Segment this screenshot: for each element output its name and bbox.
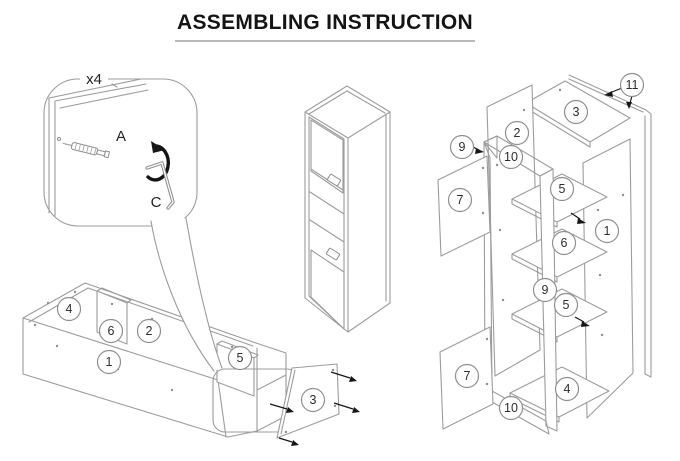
carcass-part-badges: 4 6 2 1 5 3 [56,296,326,413]
part-badge-7-lower: 7 [454,363,480,389]
insert-arrows [269,371,354,443]
hardware-detail-callout: x4 A C [43,69,198,227]
svg-text:2: 2 [514,126,521,140]
part-badge-5-lower: 5 [553,292,579,318]
upper-door [310,119,344,194]
lower-door [310,249,345,330]
part-badge-1: 1 [594,218,620,244]
svg-text:6: 6 [108,324,115,338]
svg-text:5: 5 [563,298,570,312]
callout-bubble [43,78,198,227]
part-badge-1: 1 [96,349,122,375]
side-panel-1 [582,138,634,419]
exploded-dowel-holes [481,88,625,386]
part-badge-3-top: 3 [563,99,589,125]
end-panel-holes [284,368,337,434]
part-badge-5: 5 [227,345,253,371]
svg-text:10: 10 [504,150,518,164]
part-badge-4: 4 [554,376,580,402]
svg-text:9: 9 [542,283,549,297]
part-badge-9-top: 9 [449,134,475,160]
upper-door-handle [326,173,342,187]
part-badge-9-mid: 9 [532,277,558,303]
page-title: ASSEMBLING INSTRUCTION [175,11,475,42]
exploded-view: 11 3 2 9 10 7 5 1 6 9 5 7 4 10 [437,72,652,435]
svg-text:6: 6 [561,236,568,250]
svg-text:5: 5 [237,351,244,365]
frame-top-rail [483,135,554,177]
assembled-cabinet-view [304,85,391,333]
rotate-arrowhead [151,141,165,153]
assembled-outline [304,85,391,333]
svg-text:4: 4 [66,302,73,316]
back-panel-11 [568,74,652,378]
svg-text:7: 7 [464,369,471,383]
panel-corner-lines [48,78,149,217]
bolt-a-icon [62,142,111,159]
svg-text:3: 3 [310,393,317,407]
svg-text:3: 3 [573,105,580,119]
svg-text:9: 9 [459,140,466,154]
part-badge-11: 11 [619,72,645,98]
svg-text:2: 2 [146,324,153,338]
svg-text:11: 11 [626,78,639,92]
part-badge-7-upper: 7 [447,187,473,213]
tool-label: C [151,194,162,211]
carcass-outline [22,282,287,438]
part-badge-10-top: 10 [498,144,524,170]
svg-text:5: 5 [559,182,566,196]
part-badge-6: 6 [551,230,577,256]
bolt-label: A [116,128,126,145]
svg-text:1: 1 [604,224,611,238]
lower-door-handle [325,247,341,261]
part-badge-4: 4 [56,296,82,322]
pilot-hole [57,137,61,141]
part-badge-10-bottom: 10 [498,395,524,421]
quantity-label-bg [80,69,108,87]
svg-text:7: 7 [457,193,464,207]
part-badge-5-upper: 5 [549,176,575,202]
part-badge-6: 6 [98,318,124,344]
svg-text:1: 1 [106,355,113,369]
callout-leader [150,217,223,372]
exploded-part-badges: 11 3 2 9 10 7 5 1 6 9 5 7 4 10 [447,72,645,421]
part-badge-2: 2 [504,120,530,146]
part-badge-2: 2 [136,318,162,344]
part-badge-3: 3 [300,387,326,413]
quantity-label: x4 [86,71,102,88]
svg-text:4: 4 [564,382,571,396]
svg-text:10: 10 [504,401,518,415]
